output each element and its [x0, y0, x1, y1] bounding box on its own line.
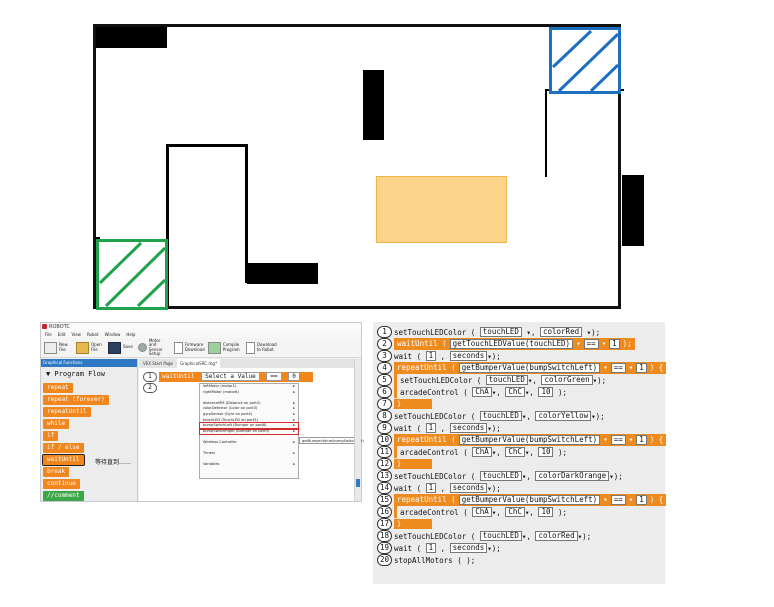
open-file-button[interactable]: Open File [76, 341, 103, 354]
gear-icon [137, 343, 147, 352]
block-if[interactable]: if [43, 431, 59, 441]
wall-right-vertical [545, 89, 547, 177]
center-zone [376, 176, 507, 243]
editor-line-number: 2 [143, 383, 157, 393]
new-file-button[interactable]: New File [44, 341, 71, 354]
workspace: Graphical Functions ▼ Program Flow repea… [41, 359, 364, 501]
start-zone [96, 239, 168, 310]
editor-panel: VEX Start Page GraphicalSRC.rbg* 1 2 wai… [139, 359, 364, 501]
block-repeatuntil[interactable]: repeatUntil [43, 407, 91, 417]
goal-zone [549, 27, 621, 94]
motor-sensor-setup-button[interactable]: Motor and Sensor Setup [137, 338, 169, 357]
wall-left-vertical [166, 144, 169, 309]
code-line: 12} [377, 458, 432, 470]
robotc-logo-icon [42, 324, 47, 329]
compile-icon [207, 341, 221, 354]
dropdown-item[interactable]: touchLED (TouchLED on port5)▸ [203, 417, 295, 422]
folder-icon [76, 341, 89, 354]
menu-robot[interactable]: Robot [86, 332, 99, 337]
dropdown-item[interactable]: distanceMM (Distance on port2)▸ [203, 400, 295, 405]
obstacle-center-wall [363, 70, 384, 140]
menu-edit[interactable]: Edit [57, 332, 66, 337]
new-file-icon [44, 341, 57, 354]
menu-window[interactable]: Window [104, 332, 121, 337]
code-line: 17} [377, 518, 432, 530]
editor-line-number: 1 [143, 372, 157, 382]
block-while[interactable]: while [43, 419, 70, 429]
obstacle-top-left [96, 27, 167, 48]
block-repeat-forever[interactable]: repeat (forever) [43, 395, 109, 405]
dropdown-item[interactable]: leftMotor (motor1)▸ [203, 384, 295, 388]
tab-vex-start-page[interactable]: VEX Start Page [143, 361, 174, 366]
block-continue[interactable]: continue [43, 479, 80, 489]
dropdown-item[interactable]: Variables▸ [203, 462, 295, 467]
wall-inner-vertical [245, 144, 248, 283]
value-dropdown-menu: leftMotor (motor1)▸ rightMotor (motor6)▸… [199, 383, 299, 479]
block-if-else[interactable]: if / else [43, 443, 84, 453]
scrollbar-thumb[interactable] [356, 479, 360, 487]
waituntil-note: 等待直到…… [95, 459, 132, 466]
dropdown-item[interactable]: rightMotor (motor6)▸ [203, 389, 295, 394]
compare-value[interactable]: 0 [288, 372, 300, 381]
obstacle-right-block [622, 175, 644, 246]
dropdown-item[interactable]: Wireless Controller▸ [203, 439, 295, 444]
firmware-download-button[interactable]: Firmware Download [173, 341, 205, 354]
dropdown-item-bump-right[interactable]: bumpSwitchRight (Bumper on port9)▸ [199, 427, 299, 436]
vertical-scrollbar[interactable] [354, 359, 361, 501]
robotc-window: ROBOTC File Edit View Robot Window Help … [40, 322, 364, 502]
block-waituntil[interactable]: waitUntil [42, 454, 85, 466]
waituntil-block[interactable]: waitUntil Select a Value == 0 ); [159, 372, 313, 390]
download-icon [245, 341, 255, 354]
menu-file[interactable]: File [45, 332, 52, 337]
dropdown-item-bump-left[interactable]: bumpSwitchLeft (Bumper on port8)▸ [199, 422, 299, 430]
window-title: ROBOTC [49, 324, 70, 330]
compile-program-button[interactable]: Compile Program [207, 341, 241, 354]
download-to-robot-button[interactable]: Download to Robot [245, 341, 279, 354]
code-line: 7} [377, 398, 432, 410]
tab-graphical-src[interactable]: GraphicalSRC.rbg* [177, 359, 221, 368]
menu-bar: File Edit View Robot Window Help [41, 331, 361, 338]
save-button[interactable]: Save [108, 341, 133, 354]
dropdown-submenu[interactable]: getBumperValue(bumpSwitchLeft) [299, 437, 364, 444]
block-repeat[interactable]: repeat [43, 383, 73, 393]
block-comment[interactable]: //comment [43, 491, 84, 501]
toolbar: New File Open File Save Motor and Sensor… [41, 338, 361, 358]
dropdown-item[interactable]: Timers▸ [203, 451, 295, 456]
field-map [93, 24, 644, 310]
dropdown-item[interactable]: colorDetector (Color on port3)▸ [203, 406, 295, 411]
wall-left-horizontal [166, 144, 247, 147]
function-library-panel: Graphical Functions ▼ Program Flow repea… [41, 359, 138, 501]
menu-view[interactable]: View [71, 332, 81, 337]
dropdown-item[interactable]: gyroSensor (Gyro on port4)▸ [203, 411, 295, 416]
program-flow-title[interactable]: ▼ Program Flow [46, 370, 106, 378]
window-title-bar: ROBOTC [41, 323, 361, 331]
block-break[interactable]: break [43, 467, 70, 477]
menu-help[interactable]: Help [126, 332, 136, 337]
obstacle-bottom-block [247, 263, 318, 284]
firmware-icon [173, 341, 183, 354]
disk-icon [108, 341, 121, 354]
value-select[interactable]: Select a Value [201, 372, 260, 381]
operator-select[interactable]: == [266, 372, 282, 381]
panel-header: Graphical Functions [41, 359, 137, 367]
editor-tabs: VEX Start Page GraphicalSRC.rbg* [139, 359, 361, 368]
